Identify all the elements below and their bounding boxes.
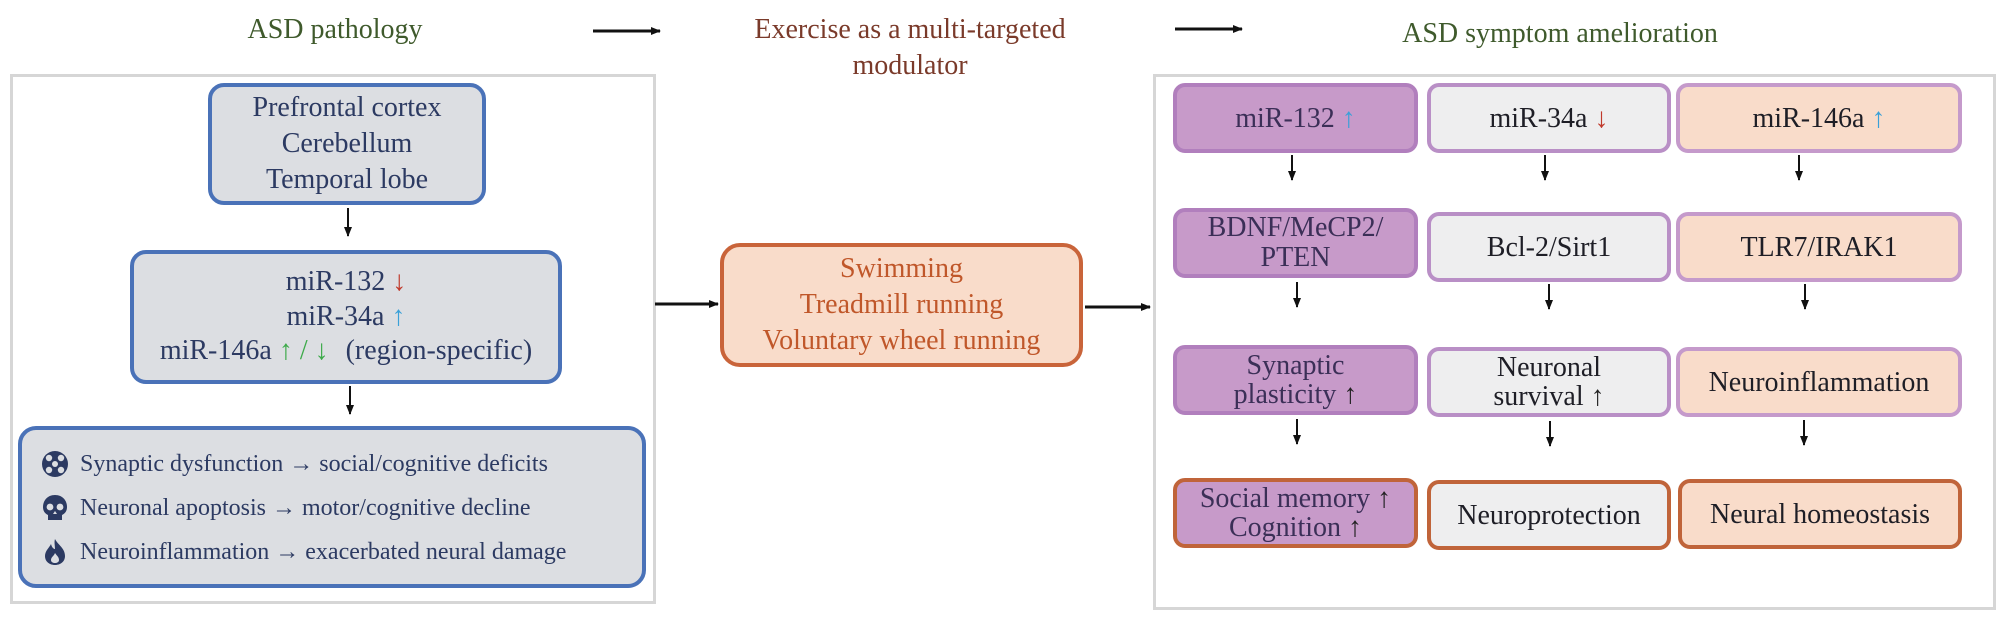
arrow-up-icon: ↑ (1871, 102, 1886, 134)
effect-label: Neuroinflammation (1708, 366, 1930, 398)
arrow-up-icon: ↑ (1590, 381, 1605, 412)
left-heading: ASD pathology (247, 14, 423, 45)
arrow-down-icon: ↓ (314, 335, 329, 367)
mirna-row-34a: miR-34a ↑ (287, 300, 406, 335)
grid-outcome-neuroprotection: Neuroprotection (1427, 480, 1671, 550)
mirna-label: miR-132 (285, 265, 386, 297)
flame-icon (45, 539, 65, 565)
region-temporal: Temporal lobe (265, 163, 429, 195)
arrow-down-icon: ↓ (1594, 102, 1609, 134)
outcome-label: Neural homeostasis (1709, 498, 1931, 530)
pathology-text: Neuronal apoptosis → motor/cognitive dec… (80, 494, 531, 521)
arrow-up-icon: ↑ (1348, 512, 1362, 543)
pathology-item: Neuroinflammation → exacerbated neural d… (40, 530, 642, 574)
mirna-row-132: miR-132 ↓ (286, 265, 407, 300)
skull-icon (43, 495, 67, 520)
arrow-up-icon: ↑ (1343, 379, 1358, 410)
mirna-label: miR-132 (1235, 102, 1335, 134)
grid-outcome-social: Social memory ↑ Cognition ↑ (1173, 478, 1418, 548)
exercise-treadmill: Treadmill running (799, 289, 1004, 321)
mirna-label: miR-34a (286, 300, 385, 332)
right-heading: ASD symptom amelioration (1402, 18, 1718, 49)
exercise-box: Swimming Treadmill running Voluntary whe… (720, 243, 1083, 367)
region-cerebellum: Cerebellum (281, 128, 413, 160)
pathology-item: Neuronal apoptosis → motor/cognitive dec… (40, 486, 642, 530)
effect-line: Synaptic (1246, 349, 1345, 381)
grid-effect-inflammation: Neuroinflammation (1676, 347, 1962, 417)
mirna-label: miR-34a (1489, 102, 1588, 134)
pathology-outcomes-box: Synaptic dysfunction → social/cognitive … (18, 426, 646, 588)
pathology-text: Neuroinflammation → exacerbated neural d… (80, 538, 567, 565)
mirna-label: miR-146a (1752, 102, 1865, 134)
effect-line: plasticity (1233, 379, 1337, 410)
grid-effect-synaptic: Synaptic plasticity ↑ (1173, 345, 1418, 415)
target-line: BDNF/MeCP2/ (1207, 211, 1384, 243)
arrow-up-icon: ↑ (1377, 482, 1392, 514)
region-specific-note: (region-specific) (345, 335, 533, 367)
grid-target-bcl2: Bcl-2/Sirt1 (1427, 212, 1671, 282)
synapse-icon (42, 451, 68, 477)
grid-mirna-132: miR-132 ↑ (1173, 83, 1418, 153)
grid-effect-survival: Neuronal survival ↑ (1427, 347, 1671, 417)
grid-mirna-146a: miR-146a ↑ (1676, 83, 1962, 153)
arrow-down-icon: ↓ (392, 265, 407, 297)
arrow-up-icon: ↑ (1341, 102, 1356, 134)
middle-heading: Exercise as a multi-targeted modulator (754, 14, 1066, 82)
mirna-row-146a: miR-146a ↑ / ↓ (region-specific) (160, 334, 532, 369)
separator: / (299, 335, 308, 367)
effect-line: Neuronal (1496, 351, 1602, 383)
target-label: Bcl-2/Sirt1 (1486, 231, 1612, 263)
outcome-line: Cognition (1228, 512, 1341, 543)
arrow-up-icon: ↑ (391, 300, 406, 332)
outcome-line: Social memory (1199, 482, 1371, 514)
exercise-swimming: Swimming (840, 253, 963, 285)
grid-outcome-homeostasis: Neural homeostasis (1678, 479, 1962, 549)
grid-target-tlr7: TLR7/IRAK1 (1676, 212, 1962, 282)
mirna-changes-box: miR-132 ↓ miR-34a ↑ miR-146a ↑ / ↓ (regi… (130, 250, 562, 384)
grid-target-bdnf: BDNF/MeCP2/ PTEN (1173, 208, 1418, 278)
grid-mirna-34a: miR-34a ↓ (1427, 83, 1671, 153)
region-prefrontal: Prefrontal cortex (252, 92, 442, 124)
outcome-label: Neuroprotection (1457, 499, 1641, 531)
target-line: PTEN (1260, 242, 1331, 273)
pathology-item: Synaptic dysfunction → social/cognitive … (40, 442, 642, 486)
brain-regions-box: Prefrontal cortex Cerebellum Temporal lo… (208, 83, 486, 205)
target-label: TLR7/IRAK1 (1740, 231, 1898, 263)
effect-line: survival (1493, 381, 1584, 412)
mirna-label: miR-146a (159, 335, 272, 367)
pathology-text: Synaptic dysfunction → social/cognitive … (80, 450, 548, 477)
arrow-up-icon: ↑ (278, 335, 293, 367)
exercise-wheel: Voluntary wheel running (762, 324, 1041, 356)
